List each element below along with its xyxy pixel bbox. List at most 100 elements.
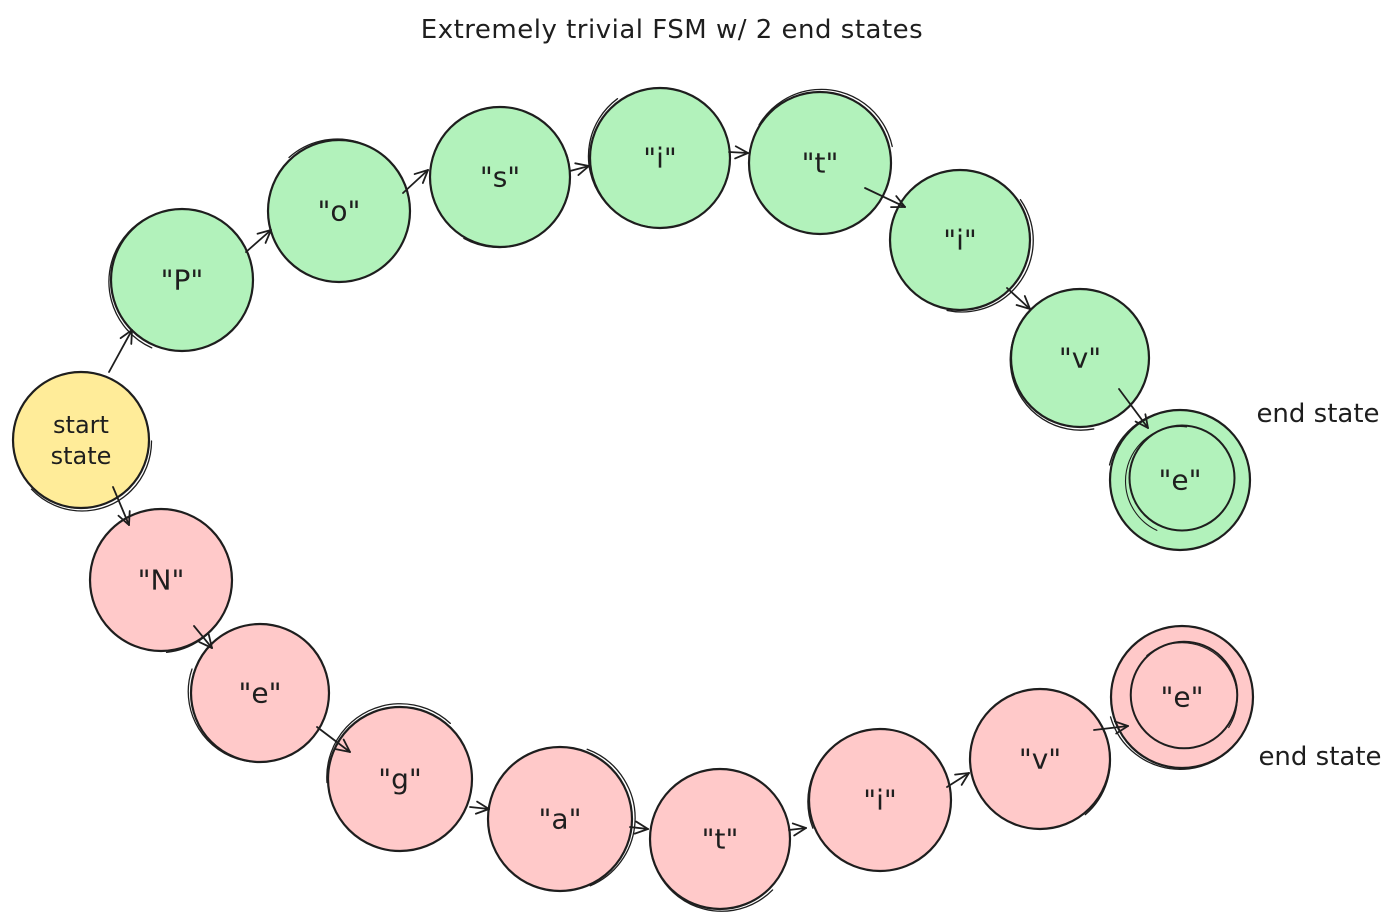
state-label: "i": [863, 784, 897, 817]
state-label: "s": [480, 161, 520, 194]
state-circle[interactable]: [888, 168, 1032, 312]
state-circle[interactable]: [326, 705, 474, 853]
transition-pos-i2-to-pos-v[interactable]: [1006, 287, 1031, 310]
state-node-pos-i2[interactable]: "i": [861, 139, 1063, 341]
state-label: "a": [539, 803, 582, 836]
arrowhead-icon: [476, 800, 490, 810]
state-label: "i": [943, 224, 977, 257]
arrowhead-icon: [342, 738, 351, 753]
state-node-pos-i1[interactable]: "i": [561, 58, 758, 255]
diagram-title: Extremely trivial FSM w/ 2 end states: [421, 15, 923, 45]
transition-neg-e1-to-neg-g[interactable]: [316, 726, 351, 753]
sketch-stroke: [264, 138, 411, 285]
state-node-pos-P[interactable]: "P": [80, 180, 283, 383]
state-label: "v": [1059, 342, 1101, 375]
state-node-pos-e[interactable]: "e": [1083, 386, 1274, 577]
sketch-stroke: [1124, 425, 1236, 537]
state-circle[interactable]: [486, 745, 634, 893]
arrow-shaft: [569, 165, 590, 172]
transition-pos-t-to-pos-i2[interactable]: [864, 187, 906, 208]
state-label: "t": [802, 147, 839, 180]
transition-neg-t-to-neg-i[interactable]: [788, 822, 807, 837]
transition-neg-a-to-neg-t[interactable]: [629, 820, 649, 835]
arrowhead-icon: [198, 641, 213, 649]
sketch-stroke: [649, 767, 794, 912]
arrowhead-icon: [256, 229, 272, 235]
transition-pos-s-to-pos-i1[interactable]: [569, 162, 590, 176]
state-label: "t": [702, 823, 739, 856]
state-node-neg-e1[interactable]: "e": [177, 610, 340, 773]
state-circle[interactable]: [1009, 287, 1151, 429]
sketch-stroke: [1106, 409, 1252, 554]
arrow-shaft: [1118, 388, 1149, 429]
state-node-neg-N[interactable]: "N": [62, 483, 257, 678]
transition-pos-o-to-pos-s[interactable]: [402, 169, 429, 194]
transition-neg-v-to-neg-e2[interactable]: [1093, 720, 1129, 735]
state-label: "o": [318, 195, 361, 228]
arrowhead-icon: [1115, 725, 1129, 735]
state-label: "g": [378, 763, 422, 796]
state-circle[interactable]: [11, 370, 151, 510]
arrow-shaft: [193, 625, 213, 649]
sketch-stroke: [86, 507, 233, 654]
arrow-shaft: [1006, 287, 1031, 310]
state-node-neg-g[interactable]: "g": [296, 673, 504, 881]
state-node-neg-v[interactable]: "v": [951, 673, 1126, 848]
arrowhead-icon: [574, 162, 590, 167]
state-label: "e": [239, 677, 282, 710]
transition-pos-i1-to-pos-t[interactable]: [728, 145, 749, 160]
state-circle[interactable]: [747, 90, 893, 236]
arrowhead-icon: [791, 822, 807, 829]
arrow-shaft: [469, 806, 490, 810]
sketch-stroke: [1126, 642, 1238, 754]
arrow-shaft: [864, 187, 906, 208]
arrow-shaft: [1093, 725, 1129, 731]
arrowhead-icon: [1113, 720, 1129, 727]
state-circle[interactable]: [109, 207, 255, 353]
arrowhead-icon: [128, 510, 131, 526]
state-node-pos-v[interactable]: "v": [998, 277, 1163, 442]
transition-pos-P-to-pos-o[interactable]: [245, 229, 272, 253]
arrowhead-icon: [474, 808, 490, 815]
transition-pos-v-to-pos-e[interactable]: [1118, 388, 1149, 429]
state-node-neg-a[interactable]: "a": [481, 737, 643, 899]
sketch-stroke: [187, 620, 330, 763]
transition-start-to-pos-P[interactable]: [108, 329, 133, 373]
sketch-stroke: [889, 168, 1034, 313]
end-state-inner-circle: [1128, 424, 1236, 532]
arrowhead-icon: [793, 827, 807, 837]
arrow-shaft: [112, 486, 130, 526]
arrow-shaft: [946, 772, 970, 788]
sketch-stroke: [1009, 288, 1152, 431]
arrowhead-icon: [895, 195, 906, 208]
state-circle[interactable]: [588, 86, 732, 230]
state-label: "e": [1159, 464, 1202, 497]
arrowhead-icon: [119, 329, 133, 340]
transition-start-to-neg-N[interactable]: [112, 486, 131, 526]
state-node-pos-s[interactable]: "s": [406, 84, 591, 269]
arrowhead-icon: [633, 828, 649, 835]
state-node-pos-o[interactable]: "o": [248, 122, 427, 301]
state-node-neg-e2[interactable]: "e": [1078, 595, 1282, 799]
arrowhead-icon: [734, 145, 749, 154]
arrowhead-icon: [421, 169, 429, 184]
transition-neg-i-to-neg-v[interactable]: [946, 772, 970, 788]
state-node-neg-i[interactable]: "i": [786, 707, 975, 896]
state-node-pos-t[interactable]: "t": [743, 83, 900, 240]
state-node-neg-t[interactable]: "t": [624, 742, 820, 920]
sketch-stroke: [807, 728, 954, 875]
sketch-stroke: [966, 688, 1111, 833]
arrowhead-icon: [635, 820, 649, 830]
transition-neg-g-to-neg-a[interactable]: [469, 800, 490, 815]
arrowhead-icon: [1015, 304, 1031, 310]
transition-neg-N-to-neg-e1[interactable]: [193, 625, 213, 649]
arrow-shaft: [788, 827, 807, 831]
arrowhead-icon: [1023, 295, 1031, 310]
arrow-shaft: [316, 726, 351, 753]
arrow-shaft: [728, 151, 749, 154]
sketch-stroke: [587, 84, 733, 229]
